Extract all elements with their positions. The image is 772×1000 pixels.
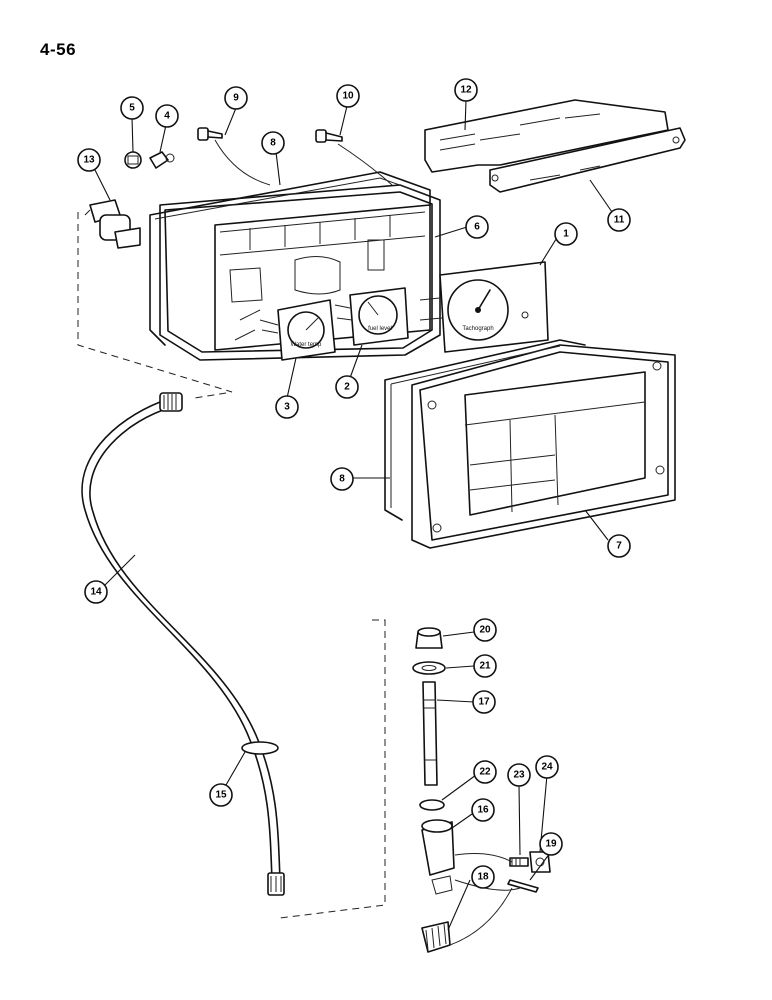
callout-7: 7 bbox=[607, 534, 631, 558]
top-gasket bbox=[149, 171, 431, 346]
bolt-9 bbox=[197, 127, 271, 186]
drive-gear bbox=[421, 921, 451, 953]
svg-text:8: 8 bbox=[339, 474, 345, 485]
svg-text:24: 24 bbox=[541, 762, 553, 773]
svg-text:11: 11 bbox=[614, 215, 625, 226]
water-temp-gauge: Water temp bbox=[259, 299, 336, 361]
svg-text:6: 6 bbox=[474, 222, 480, 233]
pinion-washer bbox=[412, 661, 446, 675]
svg-text:16: 16 bbox=[477, 805, 489, 816]
svg-text:21: 21 bbox=[479, 661, 491, 672]
svg-text:18: 18 bbox=[477, 872, 489, 883]
svg-text:23: 23 bbox=[513, 770, 525, 781]
pinion-housing bbox=[421, 819, 455, 895]
callout-5: 5 bbox=[120, 96, 144, 120]
svg-text:1: 1 bbox=[563, 229, 569, 240]
callout-6: 6 bbox=[465, 215, 489, 239]
callout-14: 14 bbox=[84, 580, 108, 604]
callout-23: 23 bbox=[507, 763, 531, 787]
callout-18: 18 bbox=[471, 865, 495, 889]
routing-line-lower bbox=[279, 619, 386, 919]
callout-15: 15 bbox=[209, 783, 233, 807]
page-number: 4-56 bbox=[40, 40, 77, 59]
svg-text:13: 13 bbox=[83, 155, 95, 166]
svg-text:22: 22 bbox=[479, 767, 491, 778]
callout-10: 10 bbox=[336, 84, 360, 108]
callout-19: 19 bbox=[539, 832, 563, 856]
svg-text:8: 8 bbox=[270, 138, 276, 149]
svg-text:19: 19 bbox=[545, 839, 557, 850]
front-gasket bbox=[384, 339, 586, 521]
speedo-cable bbox=[81, 392, 285, 896]
svg-text:17: 17 bbox=[478, 697, 490, 708]
tachograph-label: Tachograph bbox=[462, 326, 493, 332]
bulb bbox=[149, 151, 175, 169]
svg-text:20: 20 bbox=[479, 625, 491, 636]
callout-4: 4 bbox=[155, 104, 179, 128]
callout-20: 20 bbox=[473, 618, 497, 642]
bulb-holder bbox=[124, 151, 142, 169]
svg-text:4: 4 bbox=[164, 111, 170, 122]
svg-text:5: 5 bbox=[129, 103, 135, 114]
front-bezel bbox=[411, 344, 676, 549]
callout-22: 22 bbox=[473, 760, 497, 784]
svg-text:15: 15 bbox=[215, 790, 227, 801]
svg-text:9: 9 bbox=[233, 93, 239, 104]
callout-24: 24 bbox=[535, 755, 559, 779]
callout-21: 21 bbox=[473, 654, 497, 678]
routing-line-upper bbox=[77, 212, 233, 399]
callout-2: 2 bbox=[335, 375, 359, 399]
fuel-level-label: fuel level bbox=[368, 326, 392, 332]
pinion-shaft bbox=[422, 681, 438, 786]
svg-text:10: 10 bbox=[342, 91, 354, 102]
right-angle-drive bbox=[84, 199, 141, 249]
callout-17: 17 bbox=[472, 690, 496, 714]
callout-3: 3 bbox=[275, 395, 299, 419]
callout-11: 11 bbox=[607, 208, 631, 232]
o-ring bbox=[419, 799, 445, 811]
svg-text:2: 2 bbox=[344, 382, 350, 393]
callout-8-top: 8 bbox=[261, 131, 285, 155]
lock-nut bbox=[529, 851, 551, 873]
callout-1: 1 bbox=[554, 222, 578, 246]
top-plate bbox=[489, 127, 686, 193]
bolt-10 bbox=[315, 129, 393, 186]
tachograph-gauge: Tachograph bbox=[419, 261, 549, 353]
svg-text:7: 7 bbox=[616, 541, 622, 552]
svg-text:14: 14 bbox=[90, 587, 102, 598]
callout-8-front: 8 bbox=[330, 467, 354, 491]
water-temp-label: Water temp bbox=[291, 342, 322, 348]
top-cover bbox=[424, 99, 669, 173]
callout-13: 13 bbox=[77, 148, 101, 172]
stud-screw bbox=[509, 857, 529, 867]
retaining-pin bbox=[507, 879, 539, 893]
leader-lines bbox=[94, 99, 613, 931]
callout-9: 9 bbox=[224, 86, 248, 110]
pinion-nut bbox=[415, 627, 443, 649]
callout-12: 12 bbox=[454, 78, 478, 102]
callout-16: 16 bbox=[471, 798, 495, 822]
fuel-level-gauge: fuel level bbox=[334, 287, 409, 346]
svg-text:12: 12 bbox=[460, 85, 472, 96]
svg-text:3: 3 bbox=[284, 402, 290, 413]
